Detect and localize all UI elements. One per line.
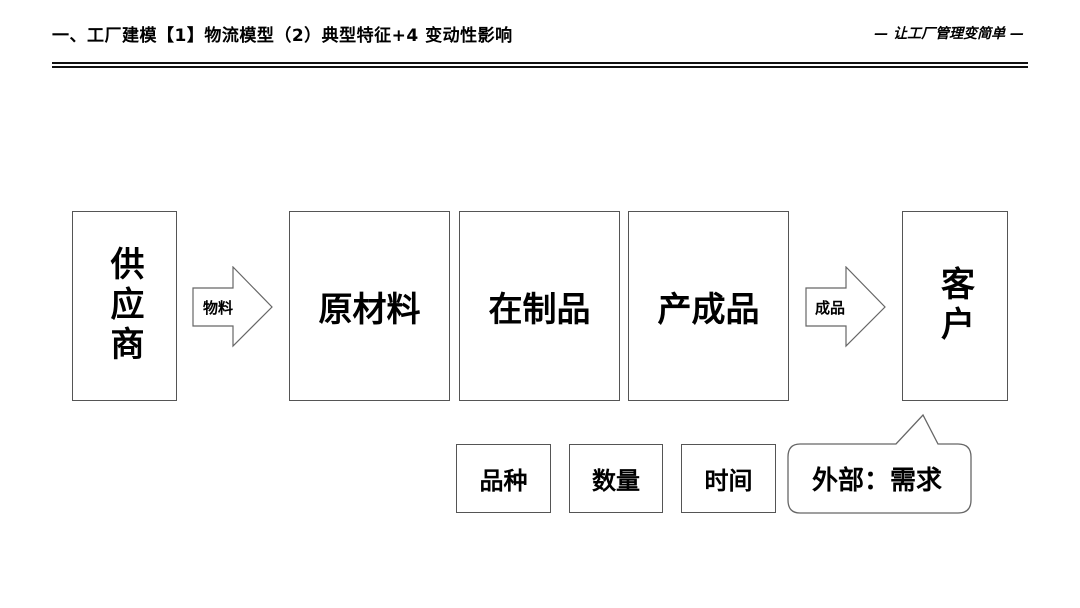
product-arrow-label: 成品 bbox=[815, 299, 846, 317]
header-divider-bottom bbox=[52, 66, 1028, 68]
material-arrow-icon bbox=[192, 266, 273, 348]
finished-goods-box: 产成品 bbox=[628, 211, 789, 401]
customer-box: 客户 bbox=[902, 211, 1008, 401]
factor-variety-box: 品种 bbox=[456, 444, 551, 513]
demand-callout-label: 外部：需求 bbox=[812, 466, 943, 496]
raw-material-label: 原材料 bbox=[318, 289, 421, 330]
supplier-label: 供应商 bbox=[104, 246, 144, 366]
raw-material-box: 原材料 bbox=[289, 211, 450, 401]
demand-callout-bubble bbox=[787, 413, 972, 514]
factor-time-label: 时间 bbox=[704, 467, 753, 495]
material-arrow-label: 物料 bbox=[203, 299, 234, 317]
product-arrow-icon bbox=[805, 266, 886, 348]
wip-label: 在制品 bbox=[488, 289, 591, 330]
factor-quantity-box: 数量 bbox=[569, 444, 663, 513]
slogan: — 让工厂管理变简单 — bbox=[874, 26, 1024, 42]
finished-goods-label: 产成品 bbox=[657, 289, 760, 330]
wip-box: 在制品 bbox=[459, 211, 620, 401]
factor-quantity-label: 数量 bbox=[592, 467, 640, 495]
supplier-box: 供应商 bbox=[72, 211, 177, 401]
header-divider-top bbox=[52, 62, 1028, 64]
page-title: 一、工厂建模【1】物流模型（2）典型特征+4 变动性影响 bbox=[52, 26, 513, 46]
customer-label: 客户 bbox=[934, 266, 975, 346]
factor-time-box: 时间 bbox=[681, 444, 776, 513]
factor-variety-label: 品种 bbox=[479, 467, 528, 495]
